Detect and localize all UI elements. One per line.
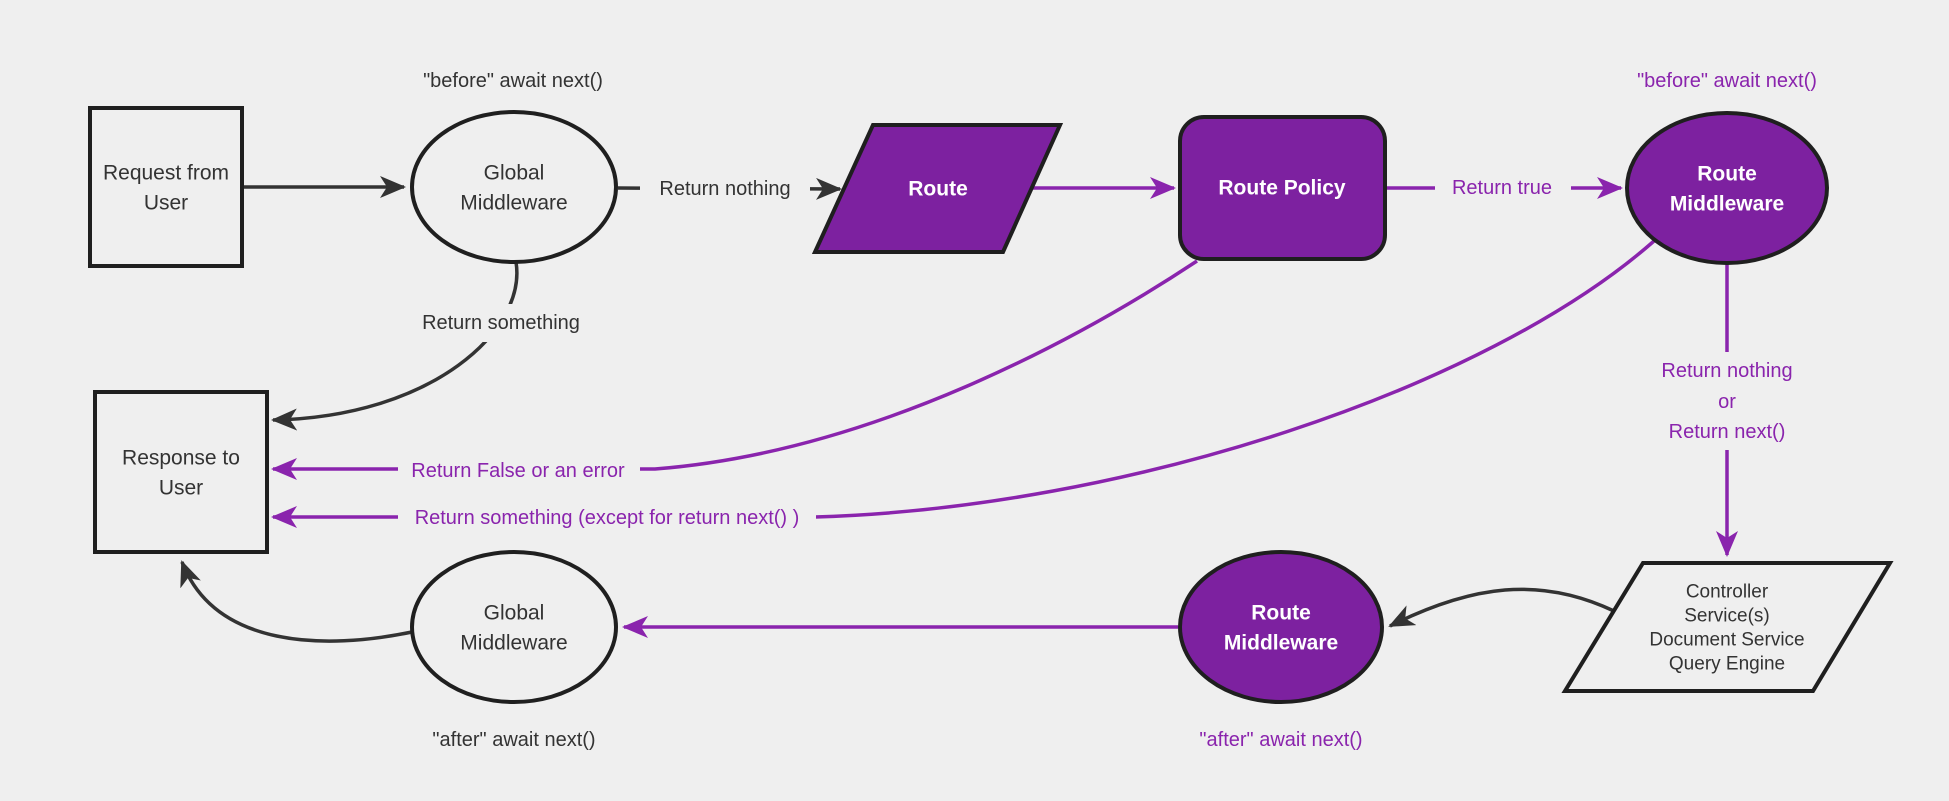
global-middleware-bottom-label-line2: Middleware — [460, 632, 567, 655]
edge-global-middleware-bottom-to-response — [180, 560, 413, 643]
route-node — [811, 123, 1064, 254]
edge-global-middleware-top-to-response — [271, 261, 519, 431]
label-return-something-except: Return something (except for return next… — [415, 507, 800, 529]
route-middleware-bottom-node — [1178, 550, 1384, 704]
label-bg-return-true — [1435, 170, 1571, 206]
global-middleware-top-node — [410, 110, 618, 264]
route-policy-node-label: Route Policy — [1218, 177, 1346, 200]
request-node-label-line1: Request from — [103, 162, 229, 185]
label-return-nothing: Return nothing — [659, 178, 790, 200]
request-node-label-line2: User — [144, 192, 188, 215]
route-node-label: Route — [908, 178, 968, 201]
route-middleware-bottom-label-line1: Route — [1251, 602, 1311, 625]
route-policy-node — [1178, 115, 1387, 261]
route-middleware-top-label-line2: Middleware — [1670, 193, 1784, 216]
global-middleware-bottom-node — [410, 550, 618, 704]
label-return-true: Return true — [1452, 177, 1552, 199]
label-bg-return-something — [398, 304, 608, 342]
response-node-label-line2: User — [159, 477, 203, 500]
edge-controller-to-route-middleware-bottom — [1388, 587, 1615, 628]
label-after-await-next-black: "after" await next() — [432, 729, 595, 751]
label-return-something: Return something — [422, 312, 580, 334]
label-before-await-next-right: "before" await next() — [1637, 70, 1817, 92]
label-return-false-or-error: Return False or an error — [411, 460, 625, 482]
edge-labels: "before" await next() Return nothing Ret… — [411, 70, 1817, 751]
edge-route-middleware-top-to-response — [271, 239, 1656, 528]
controller-node-label-line3: Document Service — [1649, 630, 1804, 651]
label-after-await-next-purple: "after" await next() — [1199, 729, 1362, 751]
response-to-user-node — [93, 390, 269, 554]
edges — [180, 176, 1738, 643]
global-middleware-top-label-line2: Middleware — [460, 192, 567, 215]
controller-node-label-line4: Query Engine — [1669, 654, 1785, 675]
route-middleware-top-label-line1: Route — [1697, 163, 1757, 186]
controller-node-label-line2: Service(s) — [1684, 606, 1770, 627]
label-bg-return-false — [398, 452, 640, 489]
route-middleware-bottom-label-line2: Middleware — [1224, 632, 1338, 655]
node-labels: Request from User Global Middleware Rout… — [103, 162, 1805, 675]
label-bg-return-something-except — [398, 499, 816, 536]
label-before-await-next-top: "before" await next() — [423, 70, 603, 92]
nodes — [88, 106, 1894, 704]
edge-route-policy-to-response — [271, 259, 1198, 480]
global-middleware-bottom-label-line1: Global — [484, 602, 545, 625]
response-node-label-line1: Response to — [122, 447, 240, 470]
label-return-nothing-or-line1: Return nothing — [1661, 360, 1792, 382]
controller-services-node — [1561, 561, 1894, 693]
edge-label-backgrounds — [398, 170, 1825, 536]
label-return-nothing-or-line2: or — [1718, 391, 1736, 413]
controller-node-label-line1: Controller — [1686, 582, 1769, 603]
global-middleware-top-label-line1: Global — [484, 162, 545, 185]
request-from-user-node — [88, 106, 244, 268]
label-bg-return-nothing-or — [1630, 352, 1825, 450]
label-return-nothing-or-line3: Return next() — [1669, 421, 1786, 443]
route-middleware-top-node — [1625, 111, 1829, 265]
label-bg-return-nothing — [640, 171, 810, 207]
